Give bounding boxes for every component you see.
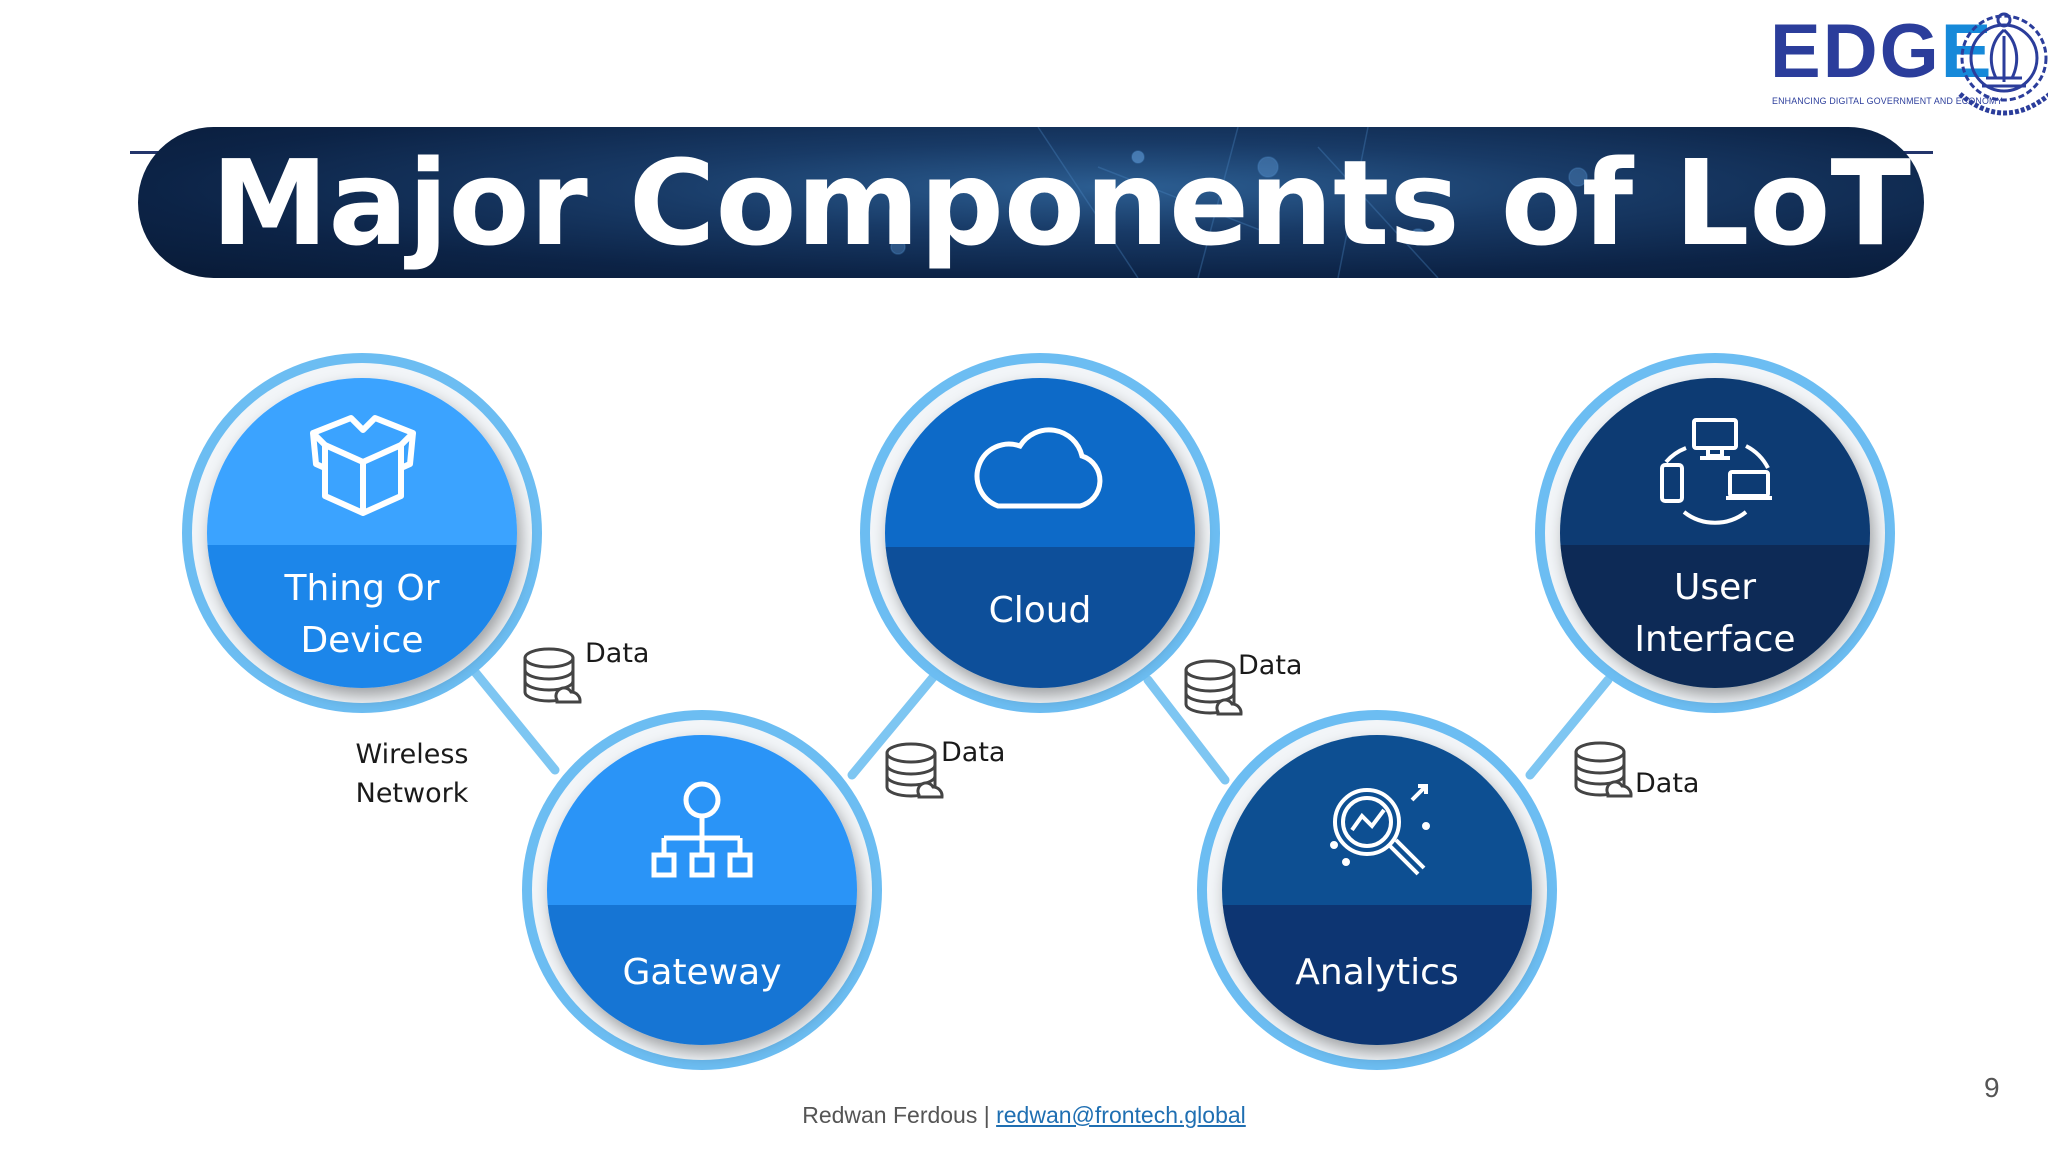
node-label-line-1: User [1674, 567, 1756, 608]
banner-circuit-pattern [890, 127, 1588, 278]
page-title: Major Components of LoT [211, 134, 1911, 272]
page-number: 9 [1984, 1072, 2000, 1103]
cloud-icon [974, 427, 1103, 509]
connector-gateway-cloud [847, 670, 940, 780]
node-label-line-1: Thing Or [283, 568, 439, 609]
node-label-line-2: Device [300, 620, 423, 661]
footer-email-link[interactable]: redwan@frontech.global [996, 1102, 1246, 1128]
node-gateway: Gateway [522, 710, 882, 1070]
node-label-line-2: Interface [1634, 619, 1795, 660]
footer-author: Redwan Ferdous | [802, 1102, 997, 1128]
open-box-icon [310, 415, 416, 516]
data-annotation-2: Data [885, 737, 1005, 799]
node-cloud: Cloud [860, 353, 1220, 713]
connector-analytics-ui [1525, 675, 1613, 780]
edge-logo-text: EDGE [1770, 14, 1993, 90]
university-seal-icon [1958, 12, 2048, 116]
database-cloud-icon [1184, 659, 1243, 716]
data-label: Data [1238, 650, 1302, 681]
slide-footer: Redwan Ferdous | redwan@frontech.global [0, 1102, 2048, 1129]
database-cloud-icon [1574, 741, 1633, 798]
data-annotation-1: Data [523, 638, 649, 704]
title-banner: Major Components of LoT [138, 127, 1924, 278]
data-label: Data [585, 638, 649, 669]
node-label-line-1: Gateway [622, 952, 781, 993]
node-label-line-1: Cloud [989, 590, 1092, 631]
wireless-label-line-1: Wireless [356, 739, 469, 770]
connector-cloud-analytics [1143, 675, 1230, 785]
node-analytics: Analytics [1197, 710, 1557, 1070]
edge-logo-tagline: ENHANCING DIGITAL GOVERNMENT AND ECONOMY [1772, 96, 2003, 106]
node-label-line-1: Analytics [1295, 952, 1458, 993]
wireless-label-line-2: Network [356, 778, 469, 809]
data-annotation-4: Data [1574, 741, 1699, 799]
data-annotation-3: Data [1184, 650, 1302, 716]
database-cloud-icon [885, 742, 944, 799]
node-user-interface: User Interface [1535, 353, 1895, 713]
network-hierarchy-icon [651, 781, 753, 878]
connector-lines [470, 667, 1613, 785]
edge-logo: EDGE ENHANCING DIGITAL GOVERNMENT AND EC… [1770, 12, 2048, 124]
data-label: Data [1635, 768, 1699, 799]
node-thing-or-device: Thing Or Device [182, 353, 542, 713]
data-label: Data [941, 737, 1005, 768]
database-cloud-icon [523, 647, 582, 704]
edge-logo-word: EDG [1770, 9, 1941, 94]
connector-thing-gateway [470, 667, 560, 775]
magnifier-chart-icon [1330, 784, 1430, 876]
devices-network-icon [1660, 418, 1772, 525]
